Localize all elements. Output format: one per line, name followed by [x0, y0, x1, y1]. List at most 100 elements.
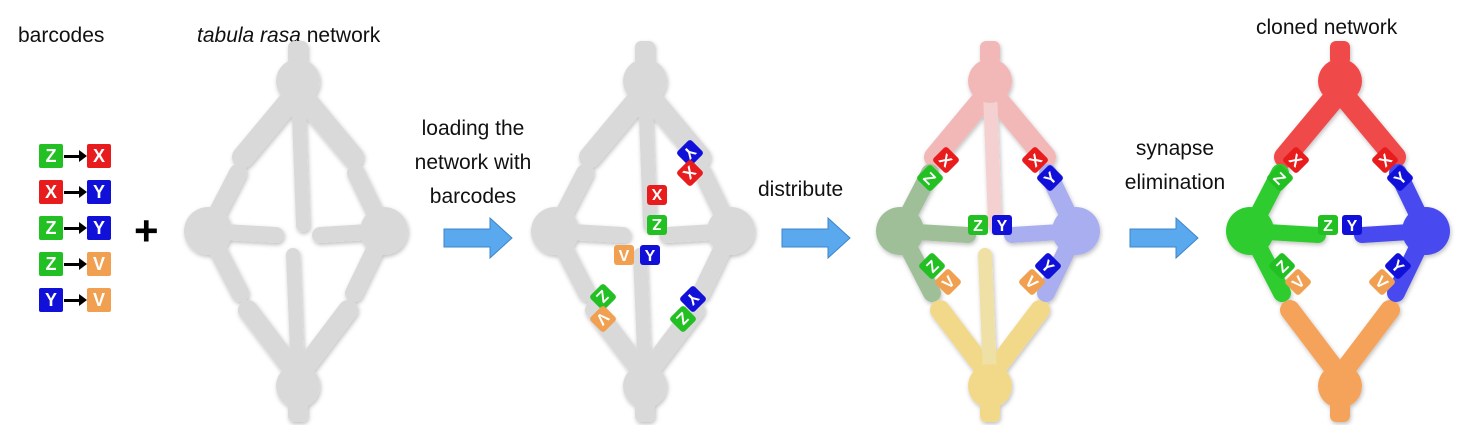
tabula-rasa-network — [184, 41, 408, 422]
tag-box — [1369, 269, 1395, 295]
top-axon-center — [291, 84, 310, 232]
step-elimination-label: synapse elimination — [1110, 135, 1240, 197]
tag-x: X — [1372, 147, 1398, 173]
barcode-pre: Z — [39, 252, 63, 276]
tag-letter: Z — [973, 218, 983, 235]
tabula-rasa-italic: tabula rasa — [197, 24, 301, 47]
tag-box — [1037, 165, 1063, 191]
tabula-rasa-rest: network — [300, 24, 381, 47]
tag-letter: Y — [997, 218, 1008, 235]
tag-box — [1035, 253, 1061, 279]
tag-box — [917, 165, 943, 191]
arrow-loading-icon — [443, 216, 513, 260]
tag-letter: X — [651, 185, 662, 202]
tag-box — [677, 160, 703, 186]
barcode-arrow-icon — [64, 258, 87, 270]
barcode-arrow-icon — [64, 150, 87, 162]
top-stalk — [980, 41, 1000, 65]
tag-x: X — [647, 185, 667, 205]
right-soma — [360, 207, 408, 255]
bottom-axon-center — [633, 248, 652, 383]
bottom-stalk — [1330, 400, 1350, 422]
bottom-axon-right — [980, 300, 1050, 386]
bottom-soma — [276, 364, 320, 408]
bottom-axon-center — [978, 248, 997, 383]
step-elimination-line2: elimination — [1124, 171, 1226, 194]
tag-v: V — [1285, 269, 1311, 295]
top-stalk — [635, 41, 655, 65]
tag-z: Z — [917, 165, 943, 191]
step-loading-line3: barcodes — [429, 185, 517, 208]
tag-v: V — [1019, 269, 1045, 295]
tag-box — [680, 286, 706, 312]
top-axon-center — [983, 84, 1002, 232]
tag-y: Y — [992, 215, 1012, 235]
tag-z: Z — [590, 284, 616, 310]
tag-y: Y — [1387, 165, 1413, 191]
tag-x: X — [677, 160, 703, 186]
bottom-soma — [1318, 364, 1362, 408]
barcode-arrow-icon — [64, 186, 87, 198]
tag-box — [590, 284, 616, 310]
tag-v: V — [614, 245, 634, 265]
bottom-stalk — [980, 400, 1000, 422]
step-loading-label: loading the network with barcodes — [398, 115, 548, 211]
bottom-soma — [623, 364, 667, 408]
tag-x: X — [933, 147, 959, 173]
top-axon-right — [287, 80, 364, 168]
right-soma — [1052, 207, 1100, 255]
right-soma — [1402, 207, 1450, 255]
tag-box — [647, 185, 667, 205]
tag-box — [670, 306, 696, 332]
tag-box — [1318, 215, 1338, 235]
tag-box — [992, 215, 1012, 235]
tag-box — [647, 215, 667, 235]
top-axon-right — [979, 80, 1056, 168]
tag-letter: Y — [645, 248, 656, 265]
right-soma — [707, 207, 755, 255]
step-distribute-label: distribute — [758, 178, 844, 201]
tag-v: V — [935, 269, 961, 295]
loaded-network — [531, 41, 755, 422]
top-stalk — [288, 41, 308, 65]
tag-box — [1019, 269, 1045, 295]
tag-y: Y — [1342, 215, 1362, 235]
top-axon-right — [1329, 80, 1406, 168]
top-soma — [623, 59, 667, 103]
tag-box — [677, 140, 703, 166]
top-soma — [968, 59, 1012, 103]
barcode-pre: Y — [39, 288, 63, 312]
barcode-arrow-icon — [64, 294, 87, 306]
tag-x: X — [1283, 147, 1309, 173]
top-axon-left — [924, 80, 1001, 168]
tag-y: Y — [640, 245, 660, 265]
top-stalk — [1330, 41, 1350, 65]
tag-box — [640, 245, 660, 265]
step-elimination-line1: synapse — [1135, 137, 1215, 160]
tag-letter: Z — [1323, 218, 1333, 235]
bottom-axon-left — [238, 300, 308, 386]
bottom-soma — [968, 364, 1012, 408]
step-loading-line1: loading the — [421, 117, 525, 140]
tag-box — [1387, 165, 1413, 191]
barcodes-title: barcodes — [18, 24, 105, 47]
tag-box — [1385, 253, 1411, 279]
tag-box — [1285, 269, 1311, 295]
tag-box — [935, 269, 961, 295]
barcode-post: X — [87, 144, 111, 168]
tag-z: Z — [1318, 215, 1338, 235]
barcode-pre: Z — [39, 216, 63, 240]
tag-box — [968, 215, 988, 235]
barcode-pre: Z — [39, 144, 63, 168]
barcode-post: V — [87, 288, 111, 312]
tag-x: X — [1022, 147, 1048, 173]
tag-letter: Z — [652, 215, 662, 232]
barcode-post: Y — [87, 180, 111, 204]
cloned-network-title: cloned network — [1256, 16, 1398, 39]
